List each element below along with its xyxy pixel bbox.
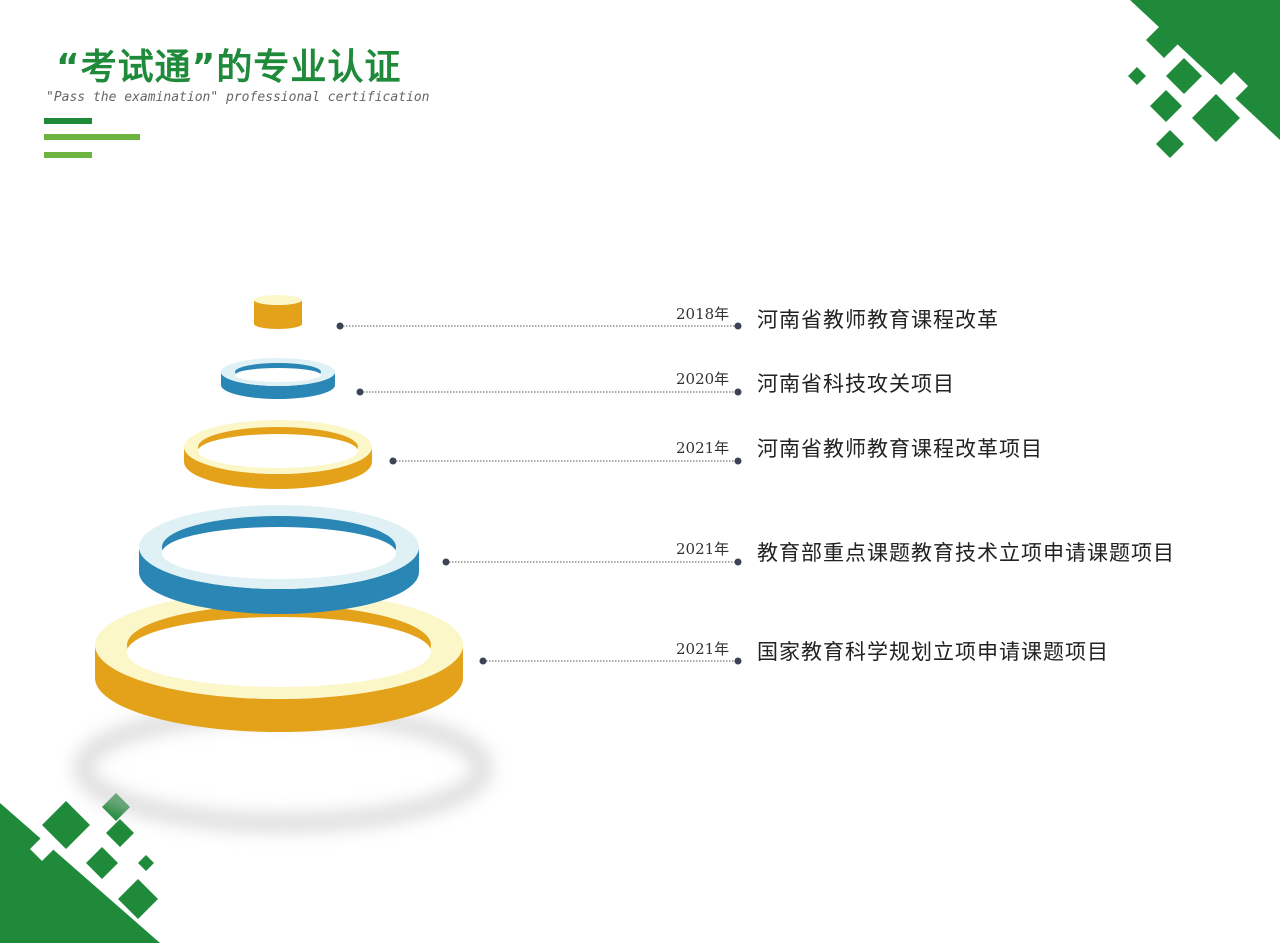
- milestone-label: 教育部重点课题教育技术立项申请课题项目: [757, 541, 1175, 565]
- page-subtitle: "Pass the examination" professional cert…: [46, 90, 430, 105]
- ring-3: [184, 420, 372, 489]
- page-title: “考试通”的专业认证: [56, 47, 402, 88]
- milestone-label: 河南省教师教育课程改革项目: [757, 437, 1043, 461]
- milestone-year: 2020年: [676, 370, 730, 388]
- title-underline-bar: [44, 152, 92, 158]
- connector-5: [479, 657, 742, 665]
- connector-4: [442, 558, 742, 566]
- title-underline-bar: [44, 118, 92, 124]
- corner-decoration-top-right: [1128, 0, 1280, 158]
- ring-4: [139, 505, 419, 614]
- ring-5: [95, 591, 463, 732]
- milestone-year: 2021年: [676, 540, 730, 558]
- connector-3: [389, 457, 742, 465]
- corner-decoration-bottom-left: [0, 793, 160, 943]
- connector-2: [356, 388, 742, 396]
- milestone-year: 2021年: [676, 439, 730, 457]
- milestone-year: 2021年: [676, 640, 730, 658]
- milestone-year: 2018年: [676, 305, 730, 323]
- milestone-label: 国家教育科学规划立项申请课题项目: [757, 640, 1109, 664]
- title-underline-bar: [44, 134, 140, 140]
- ring-2: [221, 358, 335, 399]
- milestone-label: 河南省科技攻关项目: [757, 372, 955, 396]
- connector-1: [336, 322, 742, 330]
- ring-1: [254, 295, 302, 329]
- milestone-label: 河南省教师教育课程改革: [757, 308, 999, 332]
